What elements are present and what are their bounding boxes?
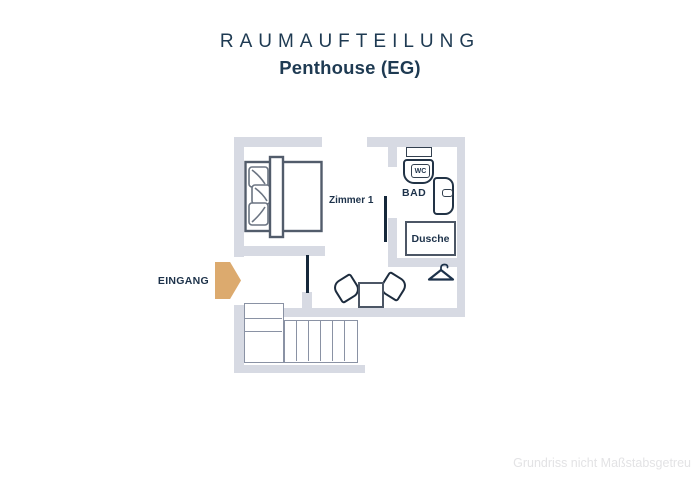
wall-door-stub [302,292,312,308]
wall-left-upper [234,137,244,257]
shower-box: Dusche [405,221,456,256]
window-marker [322,134,367,148]
sink-icon [433,177,454,215]
table-icon [358,282,384,308]
stair-step-line [344,321,345,361]
wc-tank-icon [406,147,432,157]
wall-bathroom-bottom [388,258,457,267]
footer-disclaimer: Grundriss nicht Maßstabsgetreu [513,456,691,470]
wall-left-lower [234,305,244,373]
entrance-label: EINGANG [157,275,209,287]
stairs-landing-line [244,318,282,319]
stairs-steps [284,320,358,363]
wall-bottom-stairs [234,365,365,373]
room1-label: Zimmer 1 [329,195,374,206]
wall-bathroom-upper [388,147,397,167]
bathroom-label: BAD [402,187,427,199]
stair-step-line [308,321,309,361]
page-title: RAUMAUFTEILUNG [219,31,481,52]
wc-label: WC [411,164,430,178]
stairs-landing-line [244,331,282,332]
stairs-landing [244,303,284,363]
stair-step-line [332,321,333,361]
entrance-arrow-icon [215,262,241,299]
wall-bedroom-divider [234,246,325,256]
stair-step-line [296,321,297,361]
page-subtitle: Penthouse (EG) [279,57,421,78]
wall-bathroom-lower [388,218,397,267]
clothes-hanger-icon [427,260,455,284]
wc-toilet-icon: WC [403,159,434,184]
bed-icon [243,155,325,239]
wall-hall-bottom [282,308,465,317]
stair-step-line [320,321,321,361]
wall-right [457,137,465,317]
door-line-hall [306,255,309,293]
shower-label: Dusche [411,232,450,245]
door-line-bathroom [384,196,387,242]
sink-handle-icon [442,189,453,197]
